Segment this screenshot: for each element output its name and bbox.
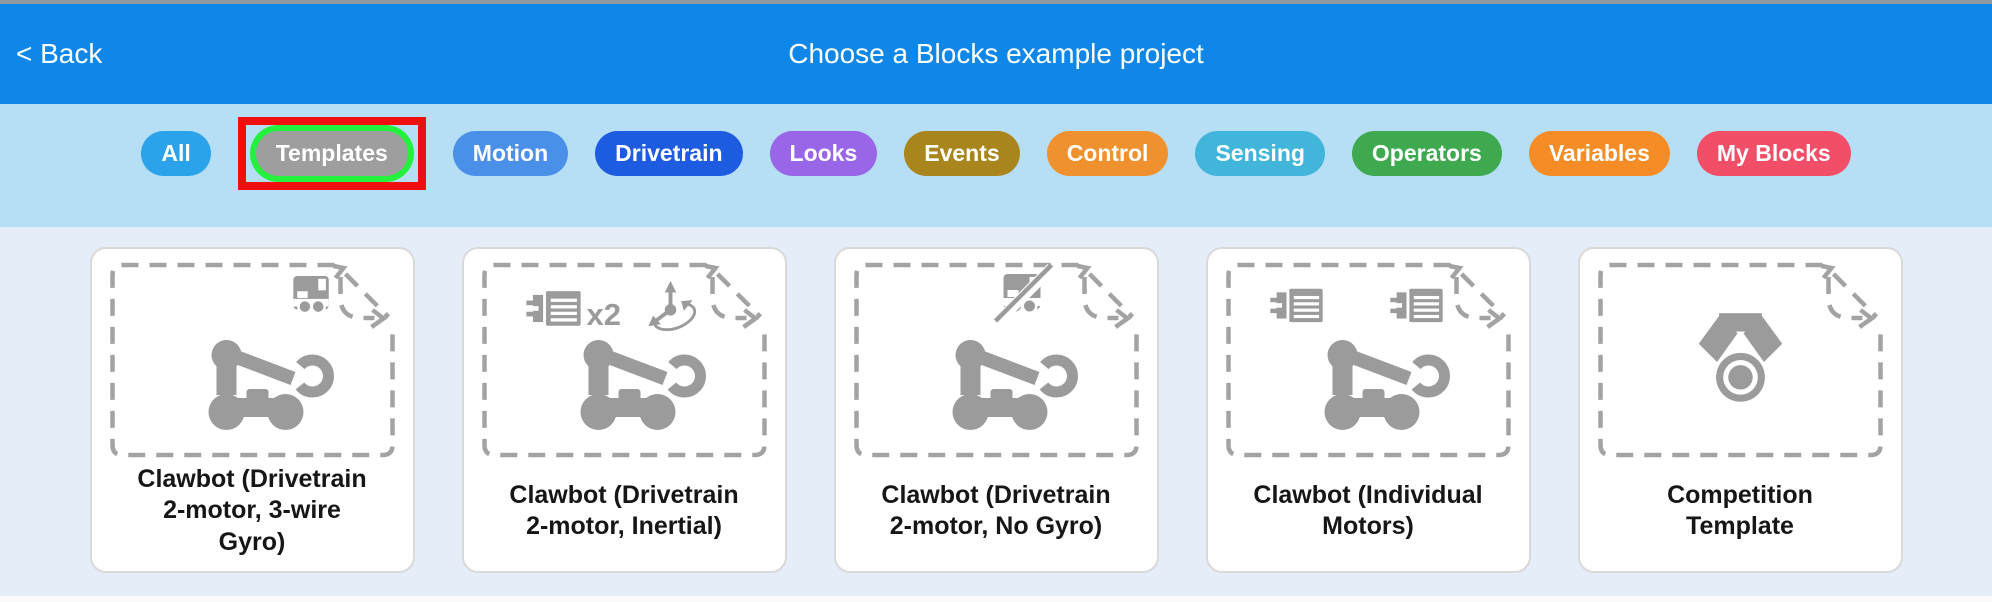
folded-corner-outline <box>853 262 1139 458</box>
filter-pill-operators[interactable]: Operators <box>1351 131 1502 176</box>
clawbot-icon <box>952 340 1072 430</box>
filter-pill-events[interactable]: Events <box>904 131 1020 176</box>
project-card[interactable]: Clawbot (Individual Motors) <box>1205 247 1531 573</box>
title-bar: < Back Choose a Blocks example project <box>0 0 1992 104</box>
card-label: Clawbot (Drivetrain 2-motor, Inertial) <box>509 480 739 541</box>
filter-pill-wrap: Events <box>904 131 1020 176</box>
filter-pill-sensing[interactable]: Sensing <box>1195 131 1325 176</box>
folded-corner-outline <box>481 262 767 458</box>
folded-corner-outline <box>109 262 395 458</box>
clawbot-icon <box>580 340 700 430</box>
filter-pill-wrap: Looks <box>769 131 878 176</box>
back-button[interactable]: < Back <box>16 38 103 69</box>
motor-icon <box>1389 288 1443 323</box>
project-card[interactable]: Clawbot (Drivetrain 2-motor, No Gyro) <box>833 247 1159 573</box>
project-thumbnail <box>1597 262 1883 458</box>
clawbot-icon <box>208 340 328 430</box>
gyro-sensor-icon <box>292 275 329 315</box>
filter-pill-wrap: All <box>141 131 211 176</box>
clawbot-icon <box>1324 340 1444 430</box>
project-thumbnail <box>853 262 1139 458</box>
project-card[interactable]: Competition Template <box>1577 247 1903 573</box>
project-card[interactable]: x2 Clawbot (Drivetrain 2-motor, Inertial… <box>461 247 787 573</box>
card-label: Clawbot (Drivetrain 2-motor, No Gyro) <box>881 480 1111 541</box>
filter-pill-my-blocks[interactable]: My Blocks <box>1696 131 1851 176</box>
filter-pill-looks[interactable]: Looks <box>769 131 878 176</box>
medal-icon <box>1698 313 1782 402</box>
window-top-strip <box>0 0 1992 4</box>
filter-pill-wrap: Variables <box>1528 131 1670 176</box>
motor-icon <box>525 291 581 326</box>
annotation-highlight-box: Templates <box>237 117 426 190</box>
filter-pill-wrap: Sensing <box>1195 131 1325 176</box>
filter-pill-motion[interactable]: Motion <box>452 131 569 176</box>
project-thumbnail <box>109 262 395 458</box>
cards-grid: Clawbot (Drivetrain 2-motor, 3-wire Gyro… <box>0 227 1992 573</box>
filter-pill-all[interactable]: All <box>141 131 211 176</box>
project-thumbnail <box>1225 262 1511 458</box>
filter-pill-templates[interactable]: Templates <box>255 131 408 176</box>
filter-pill-wrap: My Blocks <box>1696 131 1851 176</box>
project-card[interactable]: Clawbot (Drivetrain 2-motor, 3-wire Gyro… <box>89 247 415 573</box>
slash-icon <box>993 263 1053 323</box>
filter-pill-drivetrain[interactable]: Drivetrain <box>595 131 743 176</box>
card-label: Competition Template <box>1667 480 1813 541</box>
card-label: Clawbot (Drivetrain 2-motor, 3-wire Gyro… <box>137 464 367 556</box>
filter-pill-wrap: Drivetrain <box>595 131 743 176</box>
filter-pill-wrap: Control <box>1046 131 1169 176</box>
filter-pill-variables[interactable]: Variables <box>1528 131 1670 176</box>
filter-bar: All Templates Motion Drivetrain Looks Ev… <box>0 104 1992 227</box>
motor-count-label: x2 <box>586 297 620 332</box>
inertial-sensor-icon <box>645 279 696 331</box>
motor-icon <box>1269 288 1323 323</box>
filter-pill-wrap: Operators <box>1351 131 1502 176</box>
filter-pill-control[interactable]: Control <box>1046 131 1169 176</box>
no-gyro-icon <box>952 263 1072 430</box>
project-thumbnail: x2 <box>481 262 767 458</box>
folded-corner-outline <box>1225 262 1511 458</box>
bottom-strip <box>0 596 1992 602</box>
filter-pill-wrap: Motion <box>452 131 569 176</box>
folded-corner-outline <box>1597 262 1883 458</box>
page-title: Choose a Blocks example project <box>788 38 1204 69</box>
card-label: Clawbot (Individual Motors) <box>1253 480 1483 541</box>
